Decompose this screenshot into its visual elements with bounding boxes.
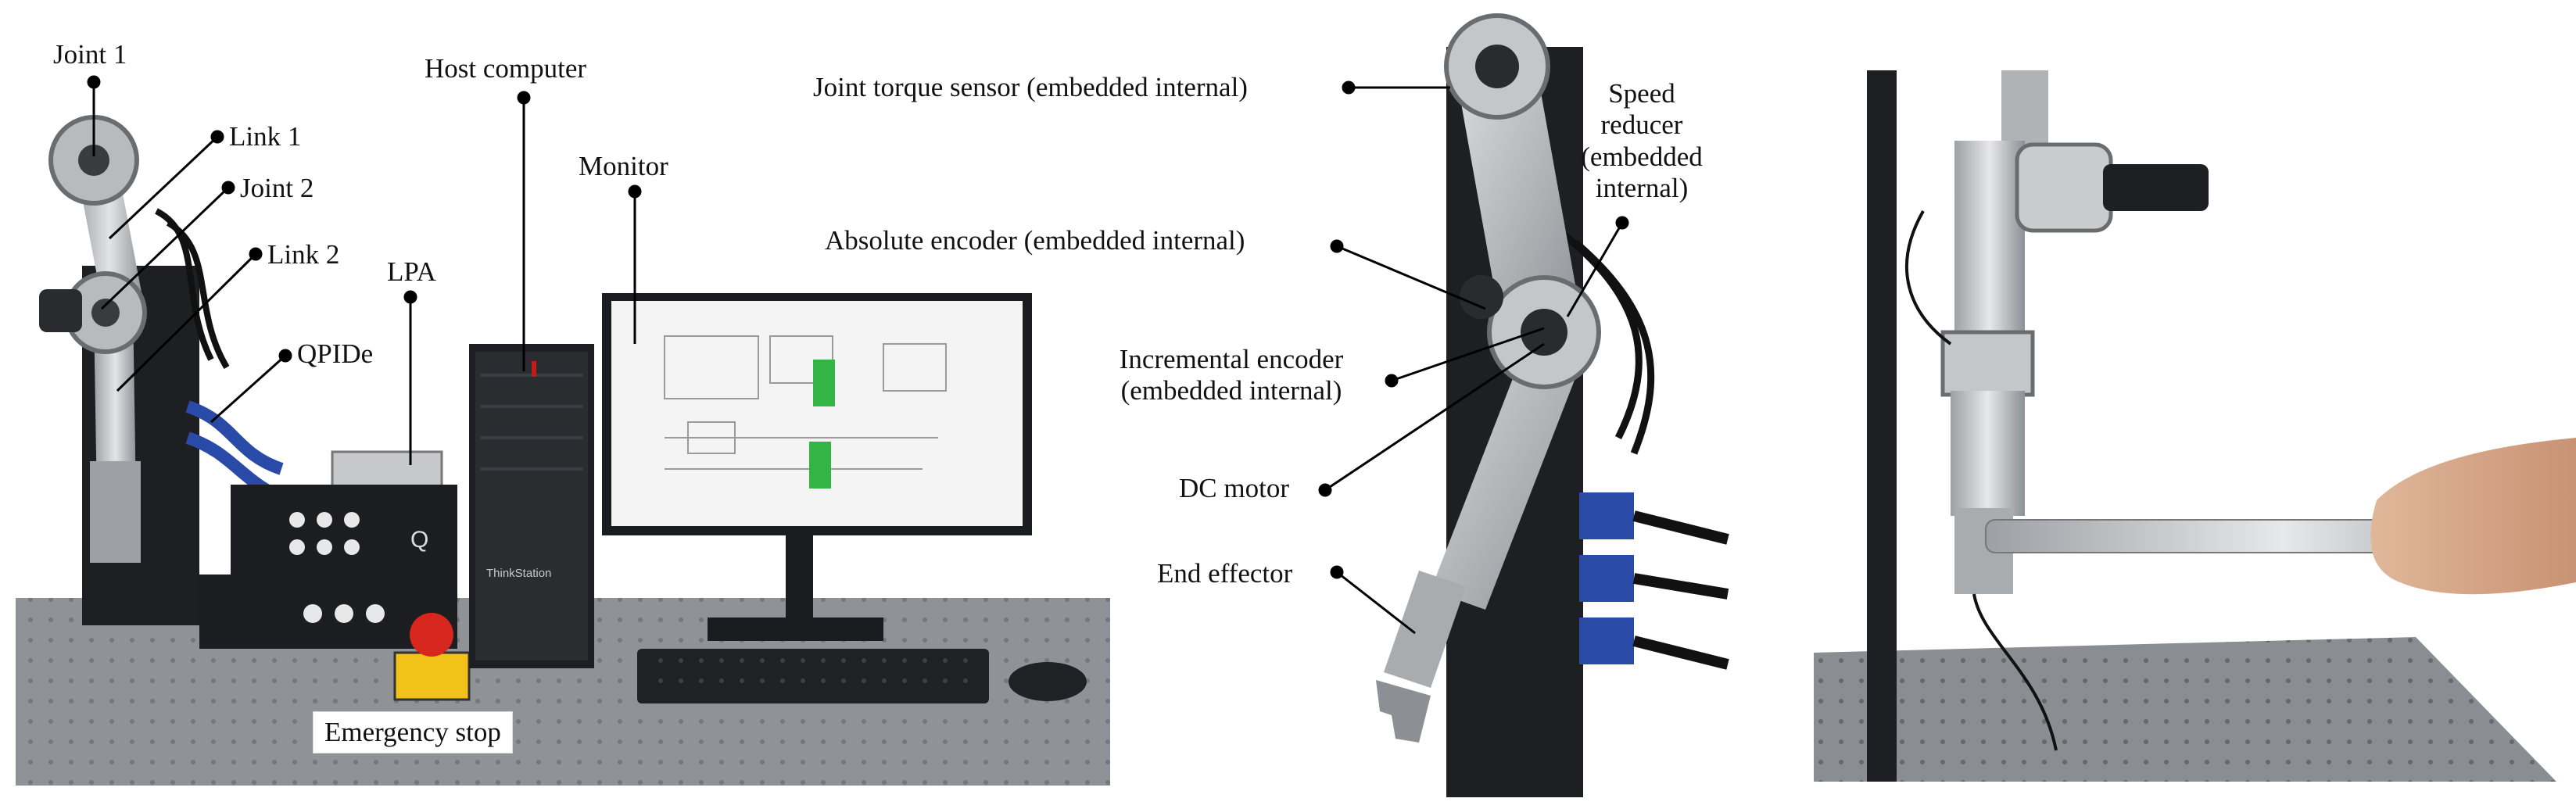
monitor-neck (786, 535, 813, 621)
middle-panel-photo: Joint torque sensor (embedded internal) … (813, 0, 1790, 809)
support-post (1867, 70, 1897, 782)
right-panel-illustration (1814, 70, 2576, 782)
dc-motor (2103, 164, 2209, 211)
label-incremental-encoder: Incremental encoder (embedded internal) (1119, 344, 1344, 406)
connector-2 (1579, 555, 1634, 602)
screen-green-bar-1 (813, 360, 835, 406)
label-monitor: Monitor (579, 151, 668, 181)
label-emergency-stop: Emergency stop (313, 711, 513, 754)
label-dc-motor: DC motor (1179, 473, 1289, 503)
monitor-base (708, 617, 883, 641)
lpa-top-box (331, 450, 443, 492)
label-joint-torque-sensor: Joint torque sensor (embedded internal) (813, 72, 1248, 102)
label-joint-2: Joint 2 (240, 173, 314, 203)
screen-green-bar-2 (809, 442, 831, 489)
label-end-effector: End effector (1157, 558, 1293, 589)
absolute-encoder-module (1460, 275, 1503, 319)
label-lpa: LPA (387, 256, 436, 287)
human-hand (2370, 438, 2576, 595)
left-panel-photo: Q ThinkStation (0, 0, 1110, 809)
connector-3 (1579, 617, 1634, 664)
monitor-screen (611, 301, 1023, 526)
qpide-brand-badge: Q (410, 527, 428, 553)
emergency-stop-box (393, 651, 471, 701)
end-effector-gripper (1376, 680, 1431, 743)
emergency-stop-button (410, 613, 453, 657)
label-speed-reducer: Speed reducer (embedded internal) (1581, 78, 1703, 203)
label-absolute-encoder: Absolute encoder (embedded internal) (825, 225, 1245, 256)
connector-1 (1579, 492, 1634, 539)
link-2 (1951, 391, 2025, 516)
joint-1-housing (2015, 142, 2113, 233)
middle-panel-illustration (1318, 13, 1729, 797)
label-link-1: Link 1 (229, 121, 302, 152)
link-2 (1431, 328, 1587, 610)
label-link-2: Link 2 (267, 239, 340, 270)
end-effector-body (1384, 571, 1466, 688)
right-panel-photo (1790, 0, 2576, 809)
link-1 (1954, 141, 2025, 336)
qpide-box (231, 485, 457, 575)
tower-brand: ThinkStation (486, 567, 551, 580)
mouse (1009, 662, 1087, 701)
label-host-computer: Host computer (425, 53, 587, 84)
label-qpide: QPIDe (297, 338, 374, 369)
left-panel-illustration: Q ThinkStation (16, 75, 1110, 786)
label-joint-1: Joint 1 (53, 39, 127, 70)
joint-2-housing (1940, 330, 2035, 397)
